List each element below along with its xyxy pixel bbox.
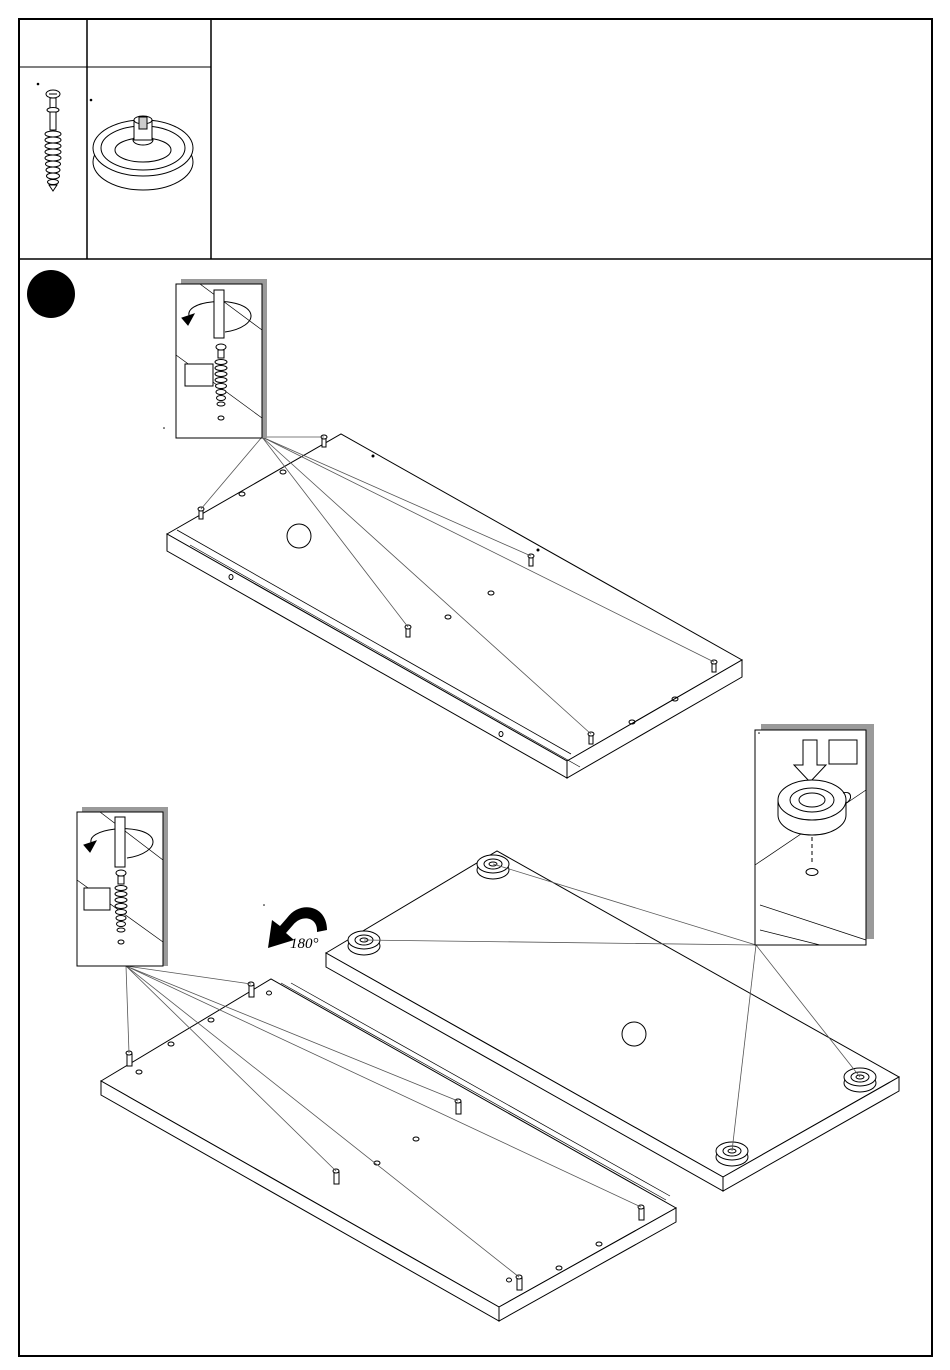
caster-wheel [348, 931, 380, 955]
cam-bolt [126, 1051, 132, 1066]
panel-top [167, 434, 742, 778]
wheel-detail-box [755, 724, 874, 945]
wheel-detail-label-box [829, 740, 857, 764]
caster-wheel [716, 1142, 748, 1166]
top-detail-label-box [185, 364, 213, 386]
bottom-screw-detail-box [77, 807, 168, 966]
bottom-detail-label-box [84, 888, 110, 910]
top-screw-detail-box [176, 279, 267, 438]
cam-bolt [516, 1275, 522, 1290]
caster-wheel [844, 1068, 876, 1092]
rotation-label: 180° [290, 936, 319, 952]
caster-wheel-icon [778, 780, 851, 835]
cam-bolt [248, 982, 254, 997]
caster-wheel-icon [90, 99, 193, 190]
cam-bolt [455, 1099, 461, 1114]
label-circle-right [622, 1022, 646, 1046]
rotate-arrow-icon: 180° [263, 904, 327, 952]
cam-bolt [333, 1169, 339, 1184]
label-circle-top [287, 524, 311, 548]
cam-bolt [638, 1205, 644, 1220]
step-badge [27, 270, 75, 318]
cam-bolt-icon [37, 83, 61, 191]
caster-wheel [477, 855, 509, 879]
